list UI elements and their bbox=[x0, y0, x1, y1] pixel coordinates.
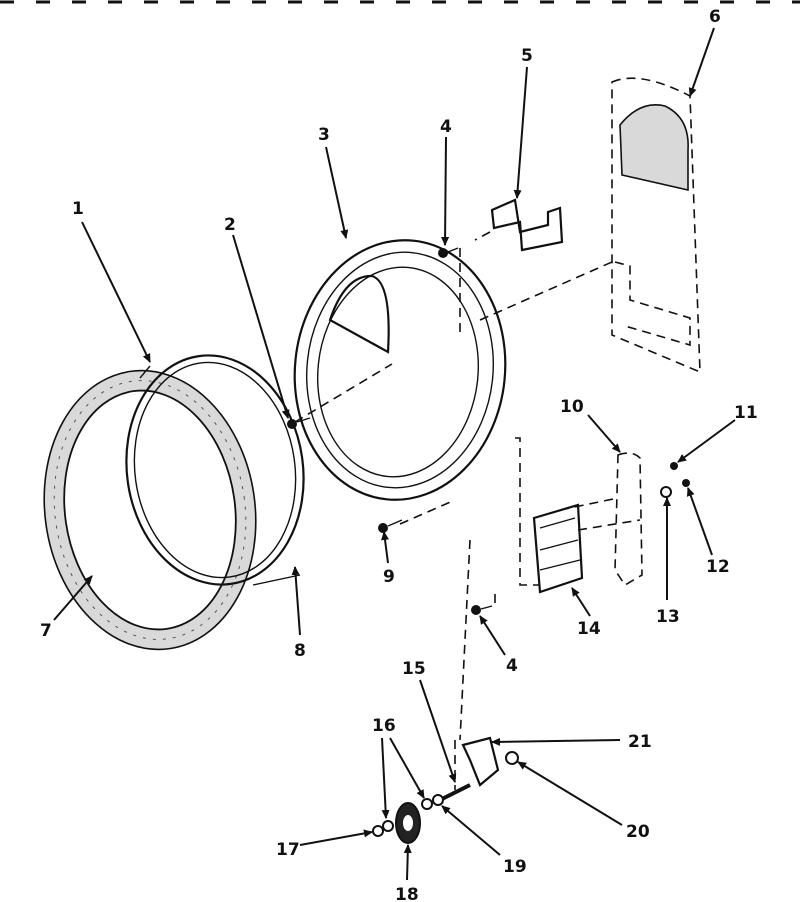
idler-pulley-18 bbox=[395, 802, 421, 844]
callout-5: 5 bbox=[521, 46, 533, 66]
callout-2: 2 bbox=[224, 215, 236, 235]
callout-19: 19 bbox=[503, 857, 527, 877]
callout-9: 9 bbox=[383, 567, 395, 587]
screw-11 bbox=[670, 462, 678, 470]
screw-4-upper bbox=[438, 247, 459, 258]
callout-21: 21 bbox=[628, 732, 652, 752]
washer-16-b bbox=[421, 798, 433, 810]
screw-4-lower bbox=[471, 605, 493, 615]
callout-17: 17 bbox=[276, 840, 300, 860]
idler-shaft-15 bbox=[439, 783, 471, 802]
callout-7: 7 bbox=[40, 621, 52, 641]
callout-18: 18 bbox=[395, 885, 419, 902]
callout-4-lower: 4 bbox=[506, 656, 518, 676]
screw-9 bbox=[378, 519, 403, 533]
callout-4-upper: 4 bbox=[440, 117, 452, 137]
assembly-lines bbox=[294, 231, 641, 790]
washer-16-a bbox=[382, 820, 394, 832]
front-drum-ring bbox=[125, 354, 305, 586]
leader-lines bbox=[53, 27, 736, 881]
callout-16: 16 bbox=[372, 716, 396, 736]
washer-13 bbox=[660, 486, 672, 498]
nut-20 bbox=[505, 751, 519, 765]
bracket bbox=[490, 198, 564, 252]
callout-8: 8 bbox=[294, 641, 306, 661]
callout-labels: 1 2 3 4 4 5 6 7 8 9 10 11 12 13 14 15 16… bbox=[40, 7, 758, 902]
callout-13: 13 bbox=[656, 607, 680, 627]
washer-19 bbox=[432, 794, 444, 806]
rear-panel bbox=[611, 77, 701, 374]
nut-17 bbox=[372, 825, 384, 837]
callout-3: 3 bbox=[318, 125, 330, 145]
callout-15: 15 bbox=[402, 659, 426, 679]
front-bulkhead bbox=[293, 239, 507, 501]
callout-11: 11 bbox=[734, 403, 758, 423]
screw-12 bbox=[682, 479, 690, 487]
callout-12: 12 bbox=[706, 557, 730, 577]
callout-1: 1 bbox=[72, 199, 84, 219]
screw-2 bbox=[287, 417, 311, 429]
switch-housing bbox=[532, 503, 584, 594]
callout-14: 14 bbox=[577, 619, 601, 639]
side-bracket-strip bbox=[614, 452, 643, 587]
idler-bracket-21 bbox=[461, 736, 500, 787]
front-gasket-ring bbox=[43, 369, 257, 651]
callout-10: 10 bbox=[560, 397, 584, 417]
callout-6: 6 bbox=[709, 7, 721, 27]
callout-20: 20 bbox=[626, 822, 650, 842]
